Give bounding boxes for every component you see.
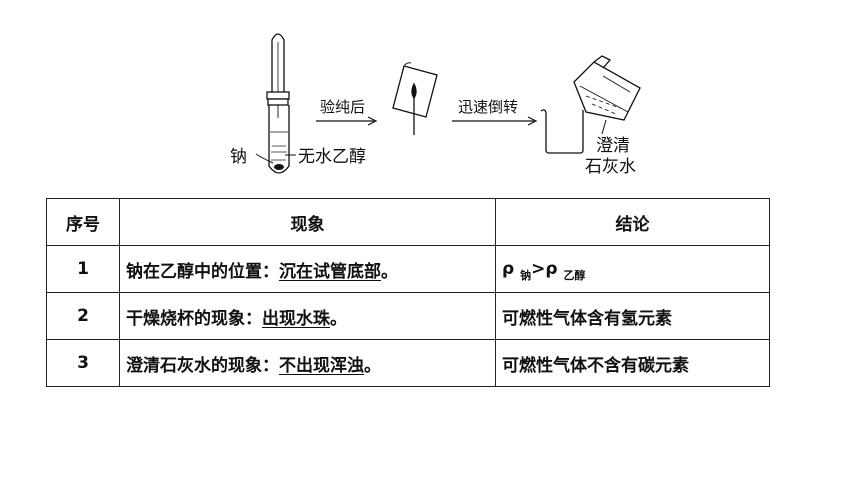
arrow-2 [452,116,538,126]
phenomenon-prefix: 澄清石灰水的现象： [126,355,279,376]
arrow2-label: 迅速倒转 [458,98,518,116]
rho-symbol: ρ [502,259,515,279]
phenomenon-answer: 出现水珠 [262,308,330,329]
row-number: 1 [46,245,120,293]
ethanol-label: 无水乙醇 [298,147,366,167]
header-number: 序号 [46,198,120,246]
results-table: 序号 现象 结论 1 钠在乙醇中的位置：沉在试管底部。 ρ 钠>ρ 乙醇 2 干… [46,198,770,387]
phenomenon-cell: 钠在乙醇中的位置：沉在试管底部。 [119,245,496,293]
limewater-bottle [573,55,641,135]
greater-than-sign: > [531,259,546,279]
conclusion-cell: 可燃性气体含有氢元素 [495,292,770,340]
phenomenon-cell: 澄清石灰水的现象：不出现浑浊。 [119,339,496,387]
conclusion-cell: ρ 钠>ρ 乙醇 [495,245,770,293]
phenomenon-answer: 不出现浑浊 [279,355,364,376]
rho-subscript-ethanol: 乙醇 [563,269,586,282]
conclusion-cell: 可燃性气体不含有碳元素 [495,339,770,387]
sodium-label: 钠 [230,147,247,167]
phenomenon-suffix: 。 [330,308,347,329]
phenomenon-answer: 沉在试管底部 [279,261,381,282]
rho-subscript-sodium: 钠 [520,269,532,282]
phenomenon-prefix: 钠在乙醇中的位置： [126,261,279,282]
dry-beaker-over-flame [392,62,438,135]
upright-beaker [540,109,584,154]
limewater-label-line2: 石灰水 [585,157,636,177]
arrow-1 [316,116,378,126]
phenomenon-suffix: 。 [381,261,398,282]
phenomenon-suffix: 。 [364,355,381,376]
row-number: 3 [46,339,120,387]
test-tube-apparatus [255,33,296,174]
table-row: 3 澄清石灰水的现象：不出现浑浊。 可燃性气体不含有碳元素 [46,339,770,387]
rho-symbol: ρ [545,259,558,279]
table-header-row: 序号 现象 结论 [46,198,770,246]
limewater-label-line1: 澄清 [596,136,630,156]
row-number: 2 [46,292,120,340]
experiment-diagram: 钠 无水乙醇 验纯后 迅速倒转 澄清 石灰水 [230,33,641,177]
arrow1-label: 验纯后 [320,98,365,116]
table-row: 1 钠在乙醇中的位置：沉在试管底部。 ρ 钠>ρ 乙醇 [46,245,770,293]
header-conclusion: 结论 [495,198,770,246]
phenomenon-cell: 干燥烧杯的现象：出现水珠。 [119,292,496,340]
phenomenon-prefix: 干燥烧杯的现象： [126,308,262,329]
table-row: 2 干燥烧杯的现象：出现水珠。 可燃性气体含有氢元素 [46,292,770,340]
header-phenomenon: 现象 [119,198,496,246]
